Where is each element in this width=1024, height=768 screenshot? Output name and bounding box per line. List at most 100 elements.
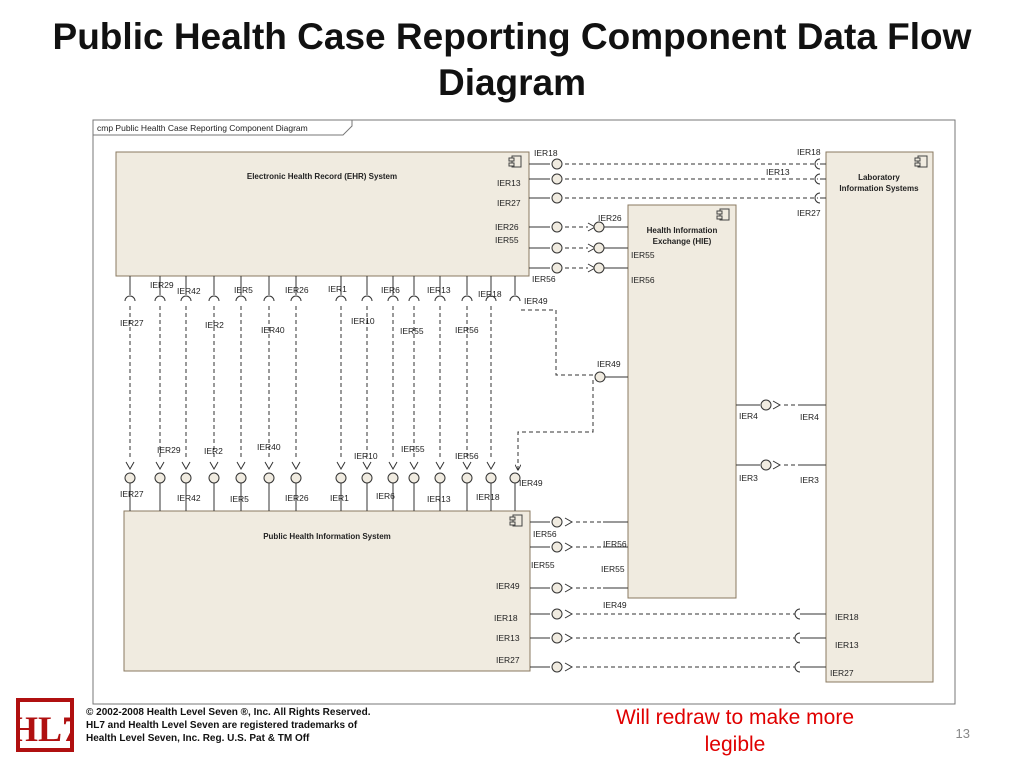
- ehr-right-flow-4-hie-ball: [593, 242, 605, 254]
- page-number: 13: [955, 726, 970, 741]
- vertical-flow-ier5-arrow: [236, 461, 246, 471]
- phis-right-flow-3-ball: [551, 608, 563, 620]
- vertical-flow-ier13-socket-top: [434, 295, 446, 302]
- vertical-flow-ier18-socket-top: [485, 295, 497, 302]
- copyright-line: Health Level Seven, Inc. Reg. U.S. Pat &…: [86, 733, 310, 744]
- ehr-port-label-ier26: IER26: [495, 222, 519, 232]
- ehr-right-flow-5-ball: [551, 262, 563, 274]
- lab-port-label-ier3: IER3: [800, 475, 819, 485]
- hie-port-label-ier4: IER4: [739, 411, 758, 421]
- hie-component[interactable]: [627, 204, 737, 599]
- phis-right-flow-3-arrow: [564, 609, 574, 619]
- hie-bottom-label-ier56: IER56: [603, 539, 627, 549]
- hie-port-label-ier26: IER26: [598, 213, 622, 223]
- ehr-port-label-ier13: IER13: [497, 178, 521, 188]
- phis-top-label: IER27: [120, 489, 144, 499]
- ehr-bottom-label: IER56: [455, 325, 479, 335]
- ier49-hie-ball: [594, 371, 606, 383]
- vertical-flow-ier6-ball: [387, 472, 399, 484]
- vertical-flow-ier42-socket-top: [180, 295, 192, 302]
- lab-port-label-ier13: IER13: [766, 167, 790, 177]
- ehr-right-flow-0-ball: [551, 158, 563, 170]
- lab-component[interactable]: [825, 151, 934, 683]
- vertical-flow-ier55-socket-top: [408, 295, 420, 302]
- vertical-flow-ier18-ball: [485, 472, 497, 484]
- vertical-flow-ier26-ball: [290, 472, 302, 484]
- vertical-flow-ier5-socket-top: [235, 295, 247, 302]
- hie-lab-flow-0-ball: [760, 399, 772, 411]
- ehr-port-label-ier27: IER27: [497, 198, 521, 208]
- ehr-bottom-label: IER40: [261, 325, 285, 335]
- phis-top-label: IER26: [285, 493, 309, 503]
- vertical-flow-ier10-ball: [361, 472, 373, 484]
- phis-right-flow-1-ball: [551, 541, 563, 553]
- vertical-flow-ier2-socket-top: [208, 295, 220, 302]
- ehr-right-flow-5-hie-ball: [593, 262, 605, 274]
- vertical-flow-ier56-arrow: [462, 461, 472, 471]
- hie-component-title-line2: Exchange (HIE): [653, 237, 712, 246]
- hie-bottom-label-ier55: IER55: [601, 564, 625, 574]
- phis-top-label: IER55: [401, 444, 425, 454]
- ier49-flow-upper: [521, 309, 593, 376]
- phis-right-flow-0-ball: [551, 516, 563, 528]
- ehr-bottom-label: IER6: [381, 285, 400, 295]
- vertical-flow-ier27-ball: [124, 472, 136, 484]
- ehr-bottom-label: IER27: [120, 318, 144, 328]
- ehr-port-label-ier55: IER55: [495, 235, 519, 245]
- phis-top-label: IER18: [476, 492, 500, 502]
- ehr-right-flow-1-socket: [814, 173, 821, 185]
- vertical-flow-ier1-socket-top: [335, 295, 347, 302]
- phis-component[interactable]: [123, 510, 531, 672]
- phis-top-label: IER5: [230, 494, 249, 504]
- ehr-right-flow-2-socket: [814, 192, 821, 204]
- vertical-flow-ier42-ball: [180, 472, 192, 484]
- lab-component-icon: [914, 155, 928, 168]
- lab-component-title-line1: Laboratory: [858, 173, 900, 182]
- hie-bottom-label-ier49: IER49: [603, 600, 627, 610]
- hie-port-label-ier56: IER56: [631, 275, 655, 285]
- ehr-component[interactable]: [115, 151, 530, 277]
- hie-port-label-ier3: IER3: [739, 473, 758, 483]
- ehr-bottom-label: IER42: [177, 286, 201, 296]
- phis-right-flow-4-ball: [551, 632, 563, 644]
- vertical-flow-ier6-arrow: [388, 461, 398, 471]
- vertical-flow-ier27-socket-top: [124, 295, 136, 302]
- hie-port-label-ier49: IER49: [597, 359, 621, 369]
- copyright-line: © 2002-2008 Health Level Seven ®, Inc. A…: [86, 707, 371, 718]
- vertical-flow-ier26-socket-top: [290, 295, 302, 302]
- ehr-component-title: Electronic Health Record (EHR) System: [247, 172, 397, 181]
- ehr-bottom-label: IER13: [427, 285, 451, 295]
- ehr-right-flow-2-ball: [551, 192, 563, 204]
- phis-top-label: IER56: [455, 451, 479, 461]
- hl7-logo: HL7: [16, 698, 74, 752]
- phis-top-label: IER2: [204, 446, 223, 456]
- lab-port-label-ier18: IER18: [797, 147, 821, 157]
- phis-port-label-ier13: IER13: [496, 633, 520, 643]
- phis-port-label-ier49: IER49: [496, 581, 520, 591]
- vertical-flow-ier29-arrow: [155, 461, 165, 471]
- phis-top-label: IER40: [257, 442, 281, 452]
- vertical-flow-ier29-socket-top: [154, 295, 166, 302]
- hie-lab-flow-1-ball: [760, 459, 772, 471]
- ehr-bottom-label: IER26: [285, 285, 309, 295]
- vertical-flow-ier56-ball: [461, 472, 473, 484]
- lab-bottom-label-ier18: IER18: [835, 612, 859, 622]
- ehr-bottom-label: IER18: [478, 289, 502, 299]
- vertical-flow-ier18-arrow: [486, 461, 496, 471]
- phis-right-flow-2-ball: [551, 582, 563, 594]
- ehr-bottom-label: IER1: [328, 284, 347, 294]
- ehr-bottom-label: IER10: [351, 316, 375, 326]
- hie-lab-flow-0-arrow: [772, 400, 782, 410]
- hie-component-title-line1: Health Information: [647, 226, 718, 235]
- diagram-frame-tab: [93, 120, 353, 136]
- slide-title: Public Health Case Reporting Component D…: [52, 16, 972, 103]
- ehr-port-label-ier18: IER18: [534, 148, 558, 158]
- phis-right-flow-2-arrow: [564, 583, 574, 593]
- phis-port-label-ier27: IER27: [496, 655, 520, 665]
- vertical-flow-ier2-arrow: [209, 461, 219, 471]
- phis-right-flow-0-arrow: [564, 517, 574, 527]
- phis-right-flow-4-socket: [794, 632, 801, 644]
- svg-text:HL7: HL7: [16, 709, 74, 749]
